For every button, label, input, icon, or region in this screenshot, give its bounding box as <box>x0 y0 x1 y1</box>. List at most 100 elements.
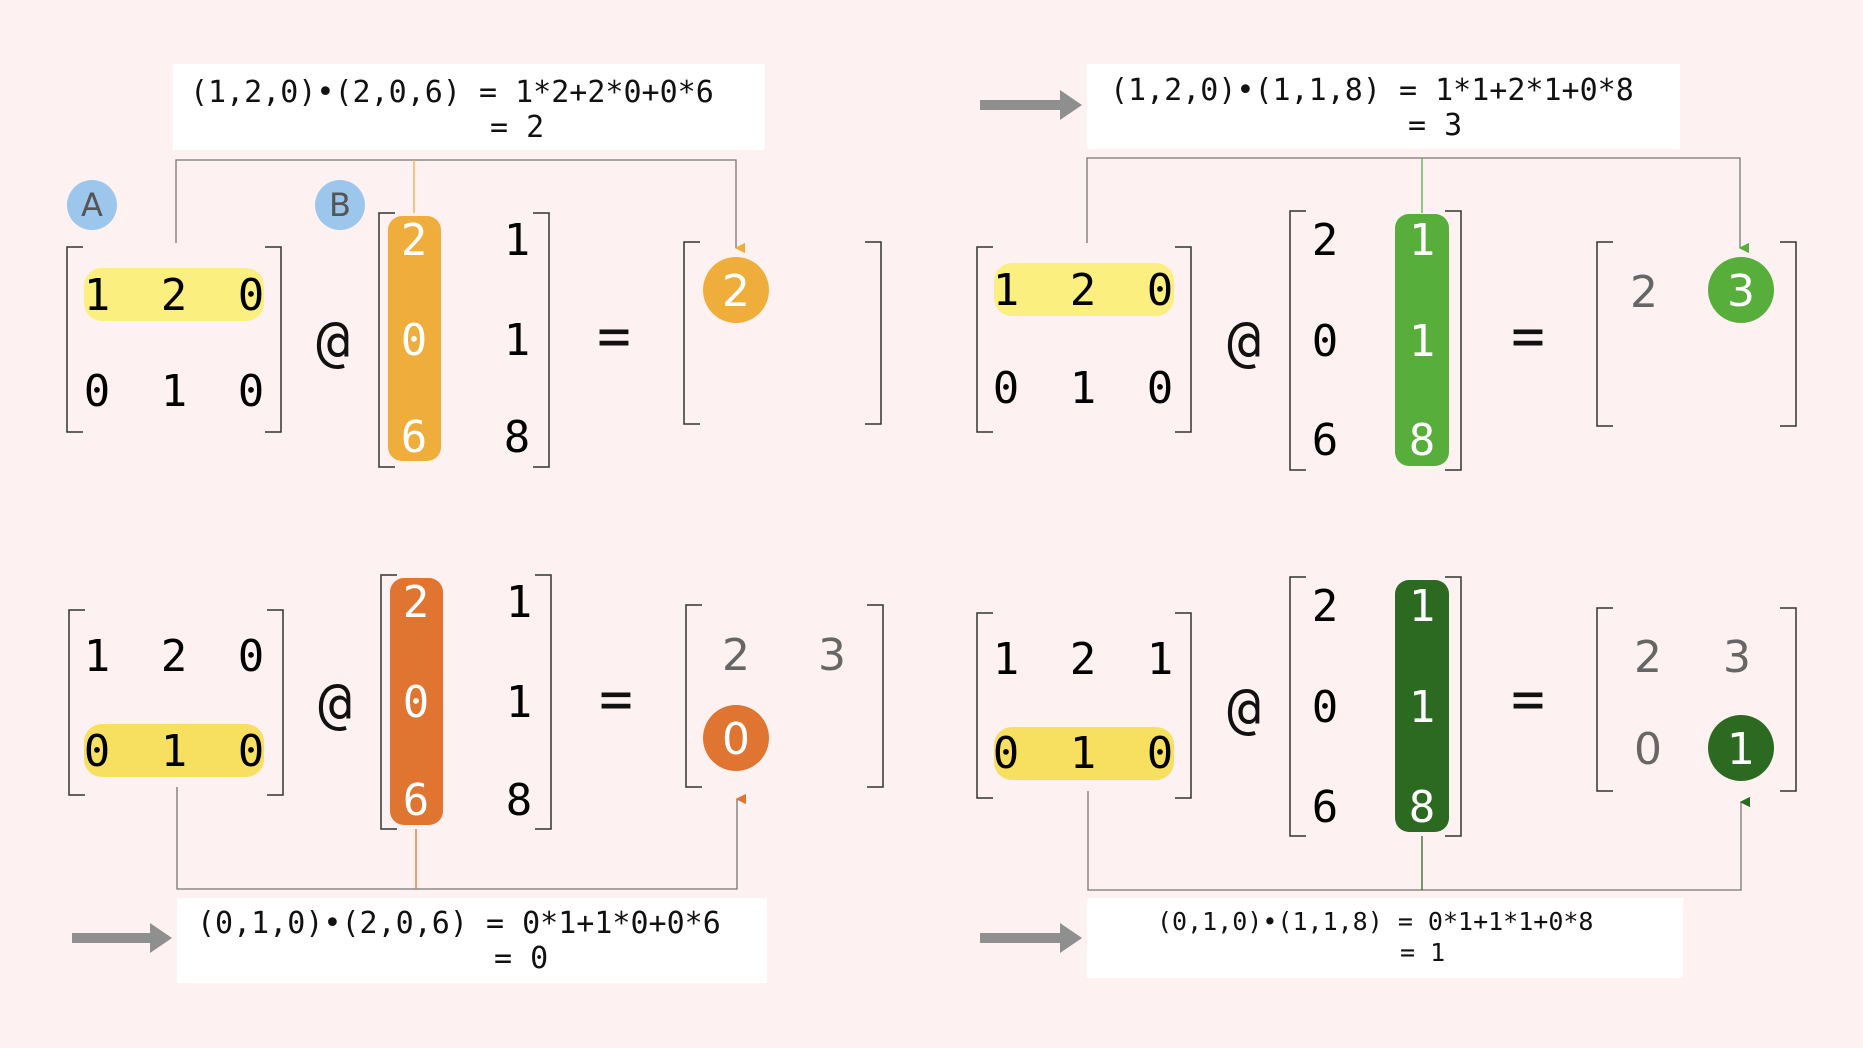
a-cell: 0 <box>238 270 265 321</box>
result-highlight <box>703 705 769 771</box>
c-cell: 2 <box>1630 267 1658 318</box>
matmul-operator: @ <box>1227 309 1261 374</box>
b-cell: 1 <box>504 315 531 366</box>
matrix-a-right-bracket <box>1175 246 1192 433</box>
equals-operator: = <box>597 304 631 369</box>
a-cell: 0 <box>238 726 265 777</box>
b-cell: 6 <box>1312 782 1339 833</box>
connector-line <box>1086 157 1750 254</box>
a-cell: 0 <box>1147 363 1174 414</box>
c-cell: 0 <box>722 714 750 765</box>
formula-line-2: = 1 <box>1400 938 1445 967</box>
matrix-b-left-bracket <box>1289 576 1306 837</box>
a-cell: 0 <box>84 726 111 777</box>
formula-box <box>1087 64 1680 149</box>
matrix-a-right-bracket <box>267 609 284 796</box>
badge-a <box>67 180 117 230</box>
a-cell: 1 <box>84 631 111 682</box>
a-cell: 0 <box>1147 728 1174 779</box>
b-cell: 2 <box>1312 581 1339 632</box>
b-cell: 1 <box>506 677 533 728</box>
c-cell: 3 <box>1723 632 1751 683</box>
a-cell: 0 <box>993 363 1020 414</box>
right-arrow-icon <box>980 90 1082 120</box>
a-cell: 2 <box>161 631 188 682</box>
badge-a-label: A <box>81 186 103 224</box>
b-cell: 1 <box>1409 682 1436 733</box>
result-highlight <box>1708 257 1774 323</box>
matrix-c-left-bracket <box>1596 241 1613 427</box>
connector-line <box>176 787 747 890</box>
a-cell: 0 <box>238 366 265 417</box>
panel-2: (1,2,0)•(1,1,8) = 1*1+2*1+0*8 = 3 1 2 0 … <box>976 64 1797 471</box>
b-cell: 6 <box>403 775 430 826</box>
b-cell: 6 <box>401 412 428 463</box>
matrix-b-right-bracket <box>1445 210 1462 471</box>
c-cell: 1 <box>1727 724 1755 775</box>
column-highlight <box>1395 214 1449 466</box>
a-cell: 0 <box>993 728 1020 779</box>
matrix-a-right-bracket <box>1175 612 1192 799</box>
matrix-a-left-bracket <box>976 246 993 433</box>
matmul-operator: @ <box>1227 676 1261 741</box>
c-cell: 3 <box>818 630 846 681</box>
b-cell: 1 <box>1409 316 1436 367</box>
a-cell: 1 <box>1070 363 1097 414</box>
column-highlight <box>390 578 443 825</box>
a-cell: 1 <box>161 366 188 417</box>
matrix-b-left-bracket <box>378 212 395 468</box>
matrix-c-right-bracket <box>867 604 884 788</box>
b-cell: 1 <box>504 215 531 266</box>
formula-box <box>173 64 765 150</box>
b-cell: 0 <box>1312 316 1339 367</box>
row-highlight <box>84 268 264 321</box>
matrix-b-left-bracket <box>380 574 397 830</box>
result-highlight <box>1708 715 1774 781</box>
formula-box <box>1087 898 1683 978</box>
b-cell: 6 <box>1312 415 1339 466</box>
a-cell: 2 <box>161 270 188 321</box>
formula-line-1: (1,2,0)•(1,1,8) = 1*1+2*1+0*8 <box>1110 73 1634 108</box>
b-cell: 8 <box>506 775 533 826</box>
a-cell: 0 <box>84 366 111 417</box>
a-cell: 2 <box>1070 634 1097 685</box>
matrix-a-left-bracket <box>66 246 83 433</box>
a-cell: 1 <box>1147 634 1174 685</box>
matrix-c-right-bracket <box>1780 241 1797 427</box>
a-cell: 0 <box>238 631 265 682</box>
b-cell: 2 <box>401 215 428 266</box>
b-cell: 8 <box>1409 782 1436 833</box>
matmul-operator: @ <box>318 671 352 736</box>
a-cell: 1 <box>161 726 188 777</box>
row-highlight <box>994 727 1174 780</box>
c-cell: 2 <box>1634 632 1662 683</box>
matrix-a-left-bracket <box>68 609 85 796</box>
matrix-c-left-bracket <box>685 604 702 788</box>
equals-operator: = <box>1511 304 1545 369</box>
matmul-operator: @ <box>316 309 350 374</box>
c-cell: 2 <box>722 630 750 681</box>
formula-line-2: = 2 <box>490 110 544 145</box>
a-cell: 1 <box>993 265 1020 316</box>
a-cell: 2 <box>1070 265 1097 316</box>
b-cell: 2 <box>1312 215 1339 266</box>
a-cell: 0 <box>1147 265 1174 316</box>
matrix-c-right-bracket <box>865 241 882 425</box>
b-cell: 0 <box>1312 682 1339 733</box>
matrix-c-left-bracket <box>683 241 700 425</box>
b-cell: 1 <box>506 577 533 628</box>
formula-line-1: (0,1,0)•(1,1,8) = 0*1+1*1+0*8 <box>1157 907 1594 936</box>
row-highlight <box>994 263 1174 316</box>
column-highlight <box>388 216 441 461</box>
matrix-b-right-bracket <box>1445 576 1462 837</box>
formula-line-2: = 3 <box>1408 108 1462 143</box>
right-arrow-icon <box>980 923 1082 953</box>
panel-3: 1 2 0 0 1 0 @ 2 1 0 1 6 8 = 2 3 0 (0,1,0… <box>68 574 884 983</box>
column-highlight <box>1395 580 1449 832</box>
a-cell: 1 <box>993 634 1020 685</box>
c-cell: 0 <box>1634 724 1662 775</box>
connector-line <box>1087 791 1751 891</box>
matrix-a-right-bracket <box>265 246 282 433</box>
result-highlight <box>703 257 769 323</box>
